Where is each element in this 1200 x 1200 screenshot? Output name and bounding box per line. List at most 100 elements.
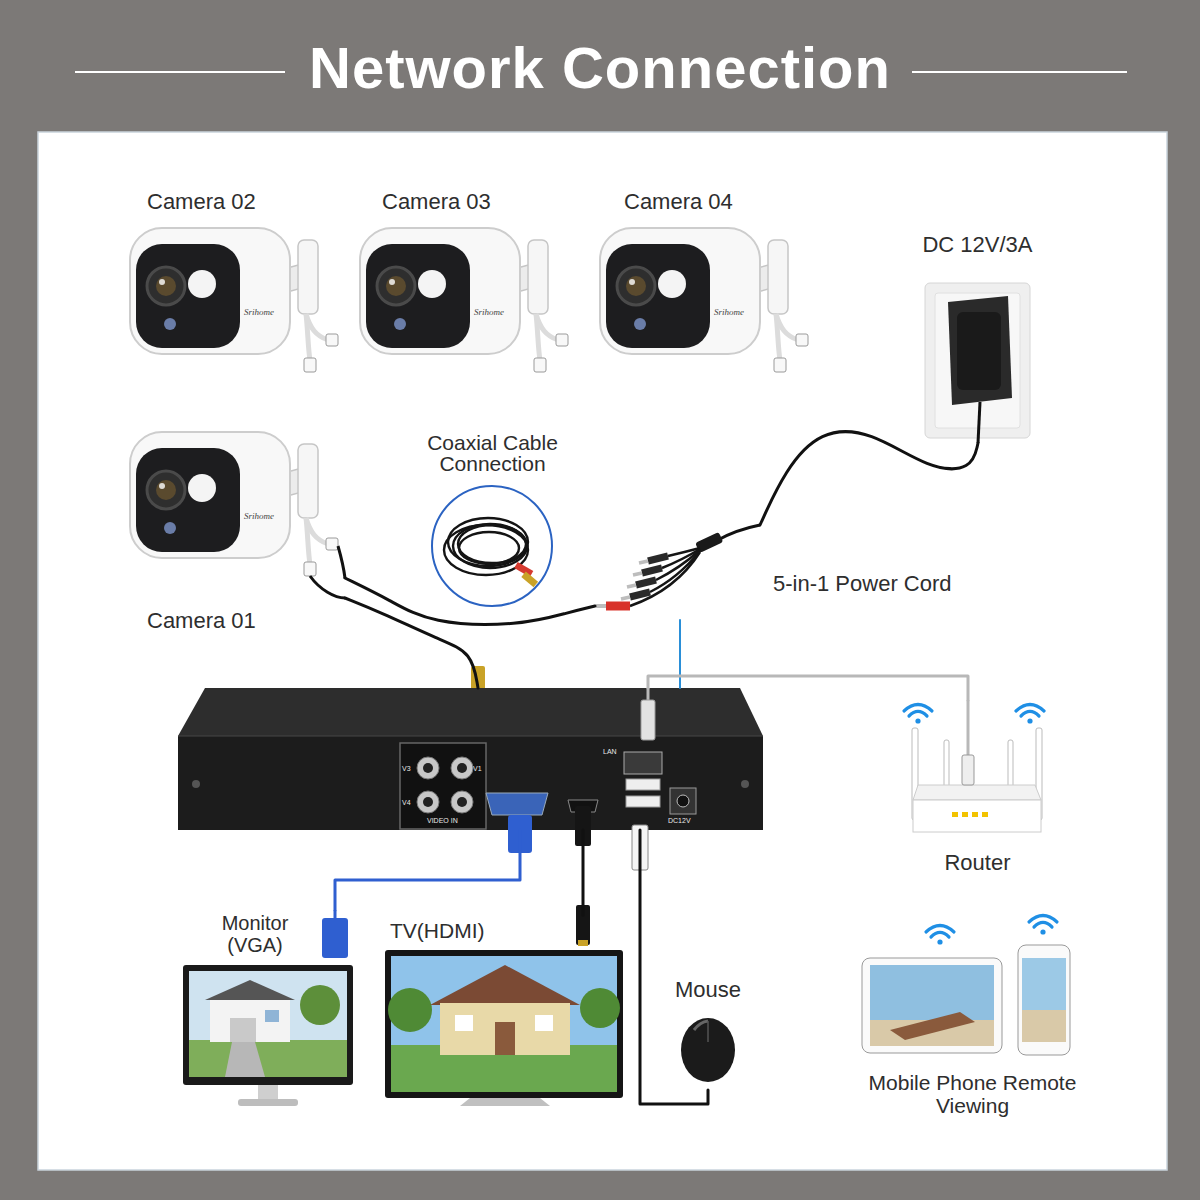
tv-illustration <box>455 1015 473 1031</box>
dvr-illustration <box>192 780 200 788</box>
power-splitter-illustration <box>716 525 760 541</box>
monitor-illustration <box>258 1085 278 1099</box>
tv-illustration <box>385 905 623 1106</box>
mobile-illustration <box>862 916 1070 1056</box>
dvr-illustration <box>457 797 467 807</box>
power-splitter-illustration <box>648 556 668 561</box>
router: Router <box>895 700 1064 880</box>
hdmi-tv: TV(HDMI) <box>380 915 630 1110</box>
monitor-illustration <box>189 971 347 1077</box>
monitor-illustration <box>265 1010 279 1022</box>
device-label: DC 12V/3A <box>905 232 1050 257</box>
monitor-illustration <box>210 1000 290 1042</box>
white-panel <box>38 132 1167 1170</box>
camera-illustration <box>360 228 568 372</box>
power-splitter: 5-in-1 Power Cord <box>595 525 990 620</box>
cable-connector <box>648 676 968 700</box>
dvr-illustration <box>400 743 486 829</box>
camera-illustration <box>130 228 338 372</box>
port-label: V3 <box>402 765 411 772</box>
cable-connector <box>640 830 708 1104</box>
power-adapter-illustration <box>925 283 1030 443</box>
power-adapter-illustration <box>978 402 980 443</box>
dvr-illustration <box>417 757 439 779</box>
mouse-illustration <box>681 1018 735 1082</box>
dvr-illustration <box>178 736 763 737</box>
dvr-illustration <box>677 795 689 807</box>
power-splitter-illustration <box>642 568 662 573</box>
power-splitter-illustration <box>636 580 656 585</box>
monitor-illustration <box>183 965 353 1085</box>
dvr-illustration <box>451 791 473 813</box>
tv-illustration <box>495 1022 515 1055</box>
router-illustration <box>962 812 968 817</box>
monitor-illustration <box>300 985 340 1025</box>
power-splitter-illustration <box>596 525 760 606</box>
router-illustration <box>962 755 974 785</box>
mobile-illustration <box>1022 1010 1066 1042</box>
device-label: Camera 03 <box>382 189 491 214</box>
monitor-illustration <box>205 980 295 1000</box>
cable-connector <box>335 830 520 910</box>
coaxial-cable-illustration <box>521 572 538 588</box>
dvr-illustration <box>624 752 662 774</box>
power-splitter-illustration <box>630 592 650 597</box>
coaxial-cable-illustration <box>453 524 527 568</box>
monitor-illustration <box>183 910 353 1106</box>
tv-illustration <box>430 965 580 1005</box>
tv-illustration <box>440 1003 570 1055</box>
monitor-illustration <box>225 1042 265 1077</box>
wifi-icon <box>1016 705 1044 724</box>
wifi-icon <box>904 705 932 724</box>
mouse-illustration <box>694 1021 708 1030</box>
power-adapter-illustration <box>948 296 1012 405</box>
port-label: DC12V <box>668 817 691 824</box>
camera: Camera 02 <box>125 185 345 375</box>
dvr-recorder: V3V1V4VIDEO INLANDC12V <box>178 688 763 830</box>
power-splitter-illustration <box>633 573 642 575</box>
title-rules <box>912 71 1127 73</box>
camera: Camera 03 <box>355 185 575 375</box>
coaxial-cable-illustration <box>432 486 552 606</box>
device-label: Router <box>895 850 1060 875</box>
power-splitter-illustration <box>606 602 630 611</box>
tv-illustration <box>460 1098 550 1106</box>
device-label: Camera 04 <box>624 189 733 214</box>
router-illustration <box>904 700 1044 832</box>
device-label: Monitor (VGA) <box>195 912 315 956</box>
dvr-illustration <box>626 796 660 807</box>
cable-connector <box>345 578 595 624</box>
cable-connector <box>679 620 681 688</box>
tv-illustration <box>578 940 588 946</box>
tv-illustration <box>388 988 432 1032</box>
mobile-illustration <box>1018 945 1070 1055</box>
dvr-illustration <box>457 763 467 773</box>
camera-illustration <box>130 432 338 576</box>
coaxial-cable-illustration <box>459 532 519 564</box>
power-adapter-illustration <box>925 283 1030 438</box>
cable-connector <box>582 830 585 915</box>
router-illustration <box>952 812 988 817</box>
vga-monitor: Monitor (VGA) <box>175 910 360 1110</box>
router-illustration <box>913 800 1041 832</box>
camera-illustration <box>600 228 808 372</box>
monitor-illustration <box>322 918 348 958</box>
device-label: 5-in-1 Power Cord <box>773 571 952 596</box>
dvr-illustration <box>417 791 439 813</box>
camera: Camera 01 <box>125 425 345 640</box>
mobile-illustration <box>862 958 1002 1053</box>
coaxial-cable: Coaxial Cable Connection <box>415 432 574 612</box>
cameras <box>310 576 345 598</box>
device-label: Camera 02 <box>147 189 256 214</box>
wifi-icon <box>926 926 954 945</box>
cameras <box>338 546 345 578</box>
title-rules <box>75 71 285 73</box>
tv-illustration <box>385 950 623 1098</box>
router-illustration <box>967 700 970 758</box>
router-illustration <box>982 812 988 817</box>
port-label: LAN <box>603 748 617 755</box>
device-label: TV(HDMI) <box>390 919 484 943</box>
dvr-illustration <box>417 757 473 813</box>
power-adapter-illustration <box>957 312 1001 390</box>
